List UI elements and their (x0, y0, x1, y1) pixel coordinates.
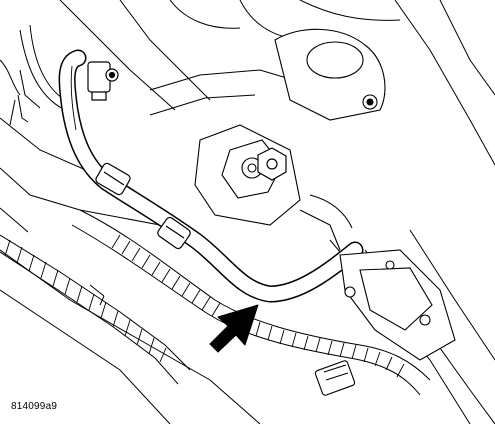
pointer-arrow-icon (209, 304, 259, 353)
upper-right-component (274, 28, 386, 121)
connector-lower-right (314, 360, 356, 396)
lower-right-mechanism (299, 194, 456, 361)
hex-nut (257, 147, 287, 181)
hose-fitting (87, 61, 119, 101)
hose-line (58, 49, 364, 303)
wiring-harness-lower (71, 209, 431, 396)
corrugated-tube-left (0, 234, 191, 385)
hose-coupling-lower (157, 216, 191, 250)
hose-coupling-upper (95, 162, 131, 196)
figure-id-label: 814099a9 (11, 401, 58, 412)
